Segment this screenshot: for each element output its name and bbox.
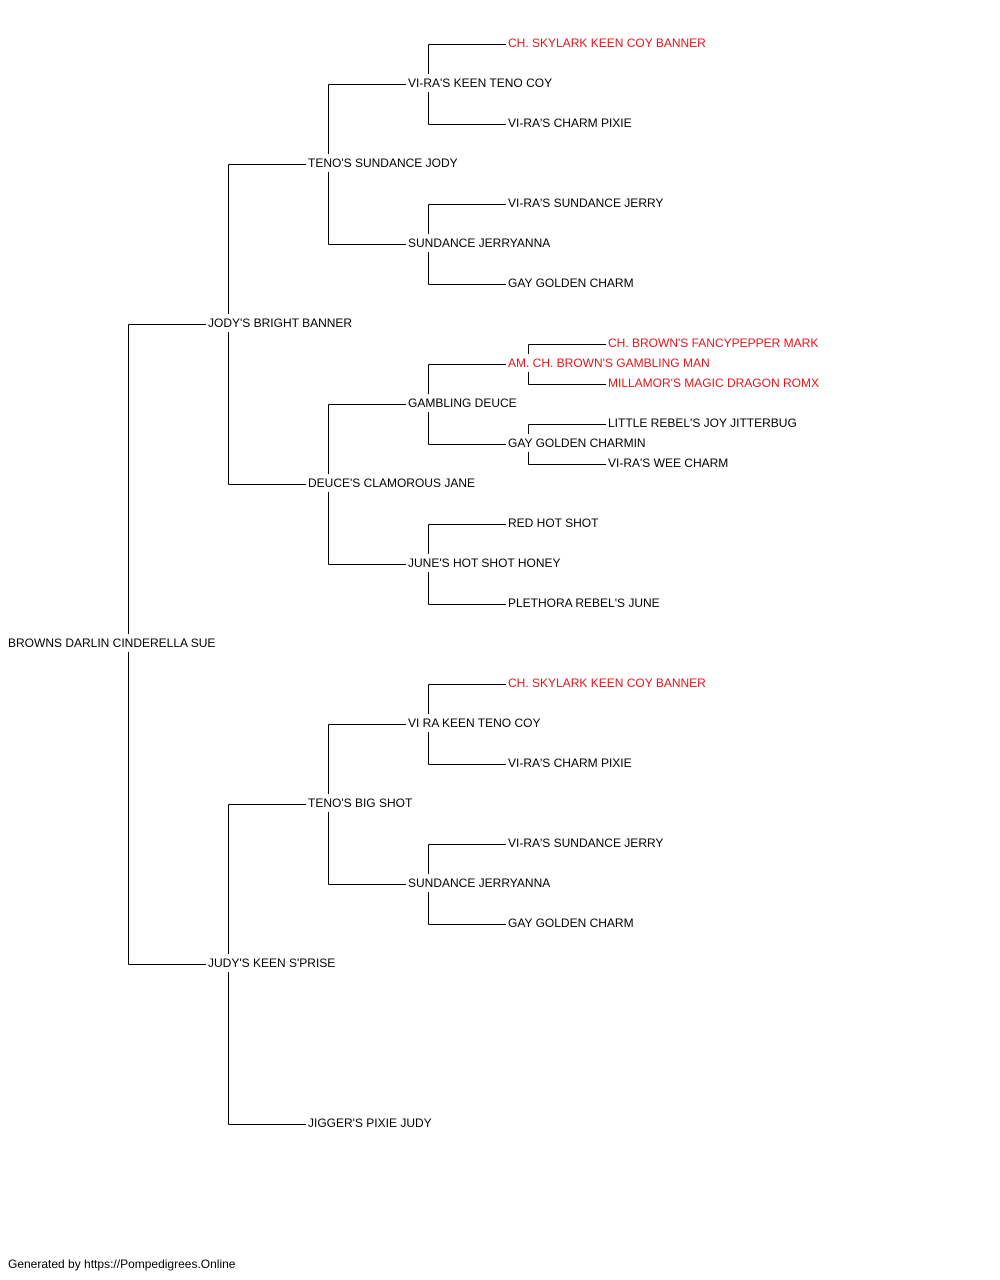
- ancestor-sire-sire-dam-dam: GAY GOLDEN CHARM: [508, 274, 634, 292]
- ancestor-sire-sire-sire-dam: VI-RA'S CHARM PIXIE: [508, 114, 632, 132]
- ancestor-sire-dam-dam: JUNE'S HOT SHOT HONEY: [408, 554, 561, 572]
- ancestor-dam-sire-sire-sire: CH. SKYLARK KEEN COY BANNER: [508, 674, 706, 692]
- ancestor-dam-sire-sire: VI RA KEEN TENO COY: [408, 714, 541, 732]
- ancestor-dam-sire-dam-sire: VI-RA'S SUNDANCE JERRY: [508, 834, 664, 852]
- subject-name: BROWNS DARLIN CINDERELLA SUE: [8, 634, 216, 652]
- ancestor-sire-dam-dam-sire: RED HOT SHOT: [508, 514, 599, 532]
- ancestor-sire-sire-sire: VI-RA'S KEEN TENO COY: [408, 74, 553, 92]
- ancestor-sire-dam: DEUCE'S CLAMOROUS JANE: [308, 474, 475, 492]
- ancestor-dam-sire-dam: SUNDANCE JERRYANNA: [408, 874, 551, 892]
- ancestor-sire-dam-sire-dam-dam: VI-RA'S WEE CHARM: [608, 454, 729, 472]
- ancestor-sire-dam-dam-dam: PLETHORA REBEL'S JUNE: [508, 594, 660, 612]
- ancestor-sire-sire-dam: SUNDANCE JERRYANNA: [408, 234, 551, 252]
- ancestor-sire-dam-sire-dam-sire: LITTLE REBEL'S JOY JITTERBUG: [608, 414, 797, 432]
- ancestor-sire-dam-sire-dam: GAY GOLDEN CHARMIN: [508, 434, 646, 452]
- ancestor-sire-sire-sire-sire: CH. SKYLARK KEEN COY BANNER: [508, 34, 706, 52]
- ancestor-sire-dam-sire-sire: AM. CH. BROWN'S GAMBLING MAN: [508, 354, 710, 372]
- ancestor-sire: JODY'S BRIGHT BANNER: [208, 314, 353, 332]
- ancestor-sire-dam-sire-sire-dam: MILLAMOR'S MAGIC DRAGON ROMX: [608, 374, 819, 392]
- ancestor-sire-sire: TENO'S SUNDANCE JODY: [308, 154, 458, 172]
- footer-credit: Generated by https://Pompedigrees.Online: [8, 1257, 236, 1271]
- ancestor-sire-sire-dam-sire: VI-RA'S SUNDANCE JERRY: [508, 194, 664, 212]
- ancestor-dam-sire: TENO'S BIG SHOT: [308, 794, 413, 812]
- ancestor-dam: JUDY'S KEEN S'PRISE: [208, 954, 336, 972]
- ancestor-sire-dam-sire: GAMBLING DEUCE: [408, 394, 517, 412]
- ancestor-dam-dam: JIGGER'S PIXIE JUDY: [308, 1114, 432, 1132]
- ancestor-dam-sire-dam-dam: GAY GOLDEN CHARM: [508, 914, 634, 932]
- ancestor-sire-dam-sire-sire-sire: CH. BROWN'S FANCYPEPPER MARK: [608, 334, 819, 352]
- ancestor-dam-sire-sire-dam: VI-RA'S CHARM PIXIE: [508, 754, 632, 772]
